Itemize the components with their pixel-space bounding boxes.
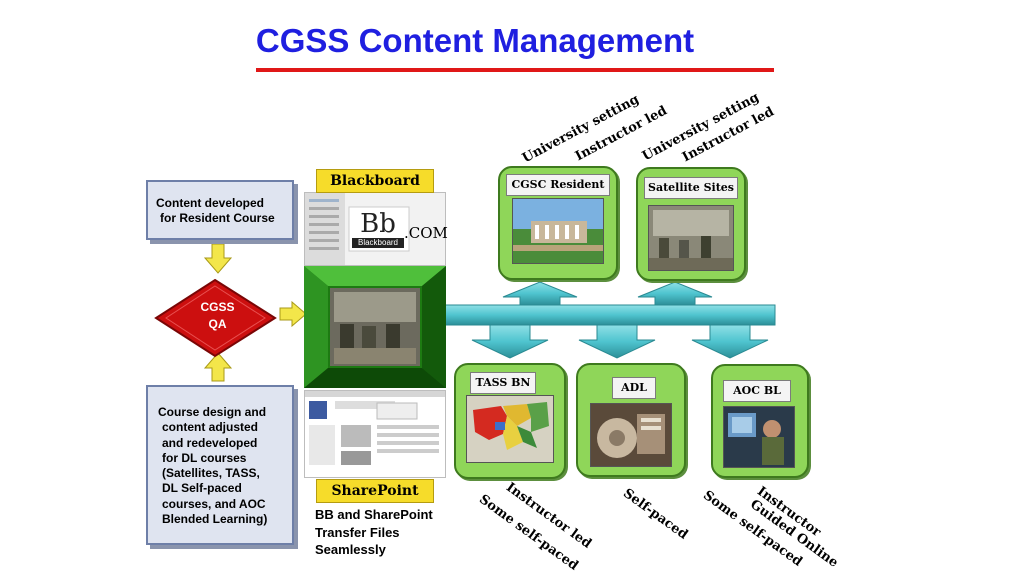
transfer-caption-line: Transfer Files	[315, 524, 400, 540]
distribution-pipes	[440, 281, 776, 359]
dl-content-line: (Satellites, TASS,	[162, 466, 260, 481]
qa-label-line: QA	[208, 317, 227, 331]
sharepoint-label: SharePoint	[316, 479, 434, 503]
qa-label-line: CGSS	[200, 300, 235, 314]
resident-content-box: Content developed for Resident Course	[146, 180, 294, 240]
dl-content-line: Course design and	[158, 405, 267, 419]
aoc-bl-card: AOC BL	[711, 364, 809, 478]
sharepoint-screenshot	[304, 390, 446, 478]
blackboard-page-image	[305, 193, 445, 265]
campus-photo	[512, 198, 604, 264]
adl-card: ADL	[576, 363, 686, 477]
arrow-down-icon	[204, 244, 232, 274]
resident-content-line: Content developed	[156, 196, 265, 210]
dl-content-line: for DL courses	[162, 450, 247, 465]
dl-content-line: Blended Learning)	[162, 512, 268, 527]
classroom-photo	[648, 205, 734, 271]
us-map-photo	[466, 395, 554, 463]
blackboard-logo-suffix: .COM	[404, 224, 448, 242]
dl-content-box: Course design and content adjusted and r…	[146, 385, 294, 545]
qa-label: CGSS QA	[190, 299, 245, 333]
arrow-up-icon	[204, 352, 232, 382]
blackboard-logo: Bb Blackboard	[348, 210, 408, 260]
blackboard-logo-sub: Blackboard	[352, 238, 404, 248]
resident-content-line: for Resident Course	[160, 211, 275, 226]
dl-content-line: and redeveloped	[162, 435, 258, 450]
satellite-sites-card: Satellite Sites	[636, 167, 746, 281]
card-label: CGSC Resident	[506, 174, 610, 196]
blackboard-label: Blackboard	[316, 169, 434, 193]
dl-content-line: courses, and AOC	[162, 496, 266, 511]
transfer-caption-line: BB and SharePoint	[315, 507, 433, 522]
dl-content-line: DL Self-paced	[162, 481, 242, 496]
blackboard-logo-text: Bb	[360, 209, 396, 239]
transfer-caption: BB and SharePoint Transfer Files Seamles…	[315, 506, 433, 559]
title-underline	[256, 68, 774, 72]
blackboard-screenshot	[304, 192, 446, 266]
adl-courseware-photo	[590, 403, 672, 467]
cgsc-resident-card: CGSC Resident	[498, 166, 618, 280]
card-label: Satellite Sites	[644, 177, 738, 199]
transfer-caption-line: Seamlessly	[315, 542, 386, 557]
qa-diamond	[154, 278, 277, 358]
tass-bn-card: TASS BN	[454, 363, 566, 479]
card-label: ADL	[612, 377, 656, 399]
page-title: CGSS Content Management	[255, 22, 695, 59]
dl-content-line: content adjusted	[162, 420, 259, 435]
card-label: AOC BL	[723, 380, 791, 402]
adl-note-selfpaced: Self-paced	[620, 486, 691, 543]
card-label: TASS BN	[470, 372, 536, 394]
online-student-photo	[723, 406, 795, 468]
sharepoint-page-image	[305, 391, 445, 477]
central-video-frame	[304, 266, 446, 388]
arrow-right-icon	[279, 301, 307, 327]
